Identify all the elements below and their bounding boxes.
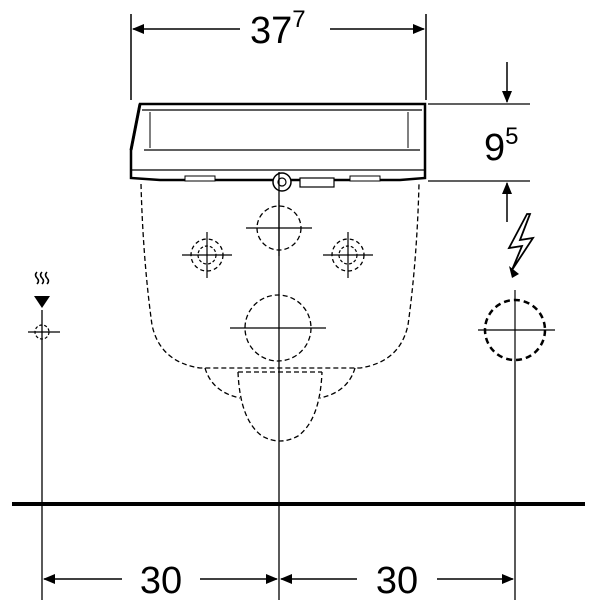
dimension-bottom-left: 30	[43, 560, 278, 600]
dimension-width-label: 377	[250, 6, 306, 52]
dimension-bottom-right-label: 30	[376, 560, 418, 600]
dimension-bottom-right: 30	[280, 560, 514, 600]
dimension-height-sup: 5	[505, 123, 518, 150]
cistern-body	[129, 102, 427, 192]
water-supply-point	[28, 324, 60, 340]
left-fixing-bolt	[182, 232, 232, 278]
dimension-height-main: 9	[484, 127, 505, 169]
lightning-icon	[507, 213, 535, 278]
dimension-right-height: 95	[428, 62, 530, 222]
dimension-bottom-left-label: 30	[140, 560, 182, 600]
dimension-width-sup: 7	[292, 6, 305, 33]
electrical-socket	[478, 290, 555, 362]
dimension-height-label: 95	[484, 123, 519, 169]
wc-bowl-outline	[140, 183, 420, 442]
dimension-top-width: 377	[130, 6, 427, 100]
outlet-circle	[230, 294, 326, 362]
water-supply-icon	[34, 271, 50, 308]
right-fixing-bolt	[323, 232, 373, 278]
dimension-width-main: 37	[250, 10, 292, 52]
